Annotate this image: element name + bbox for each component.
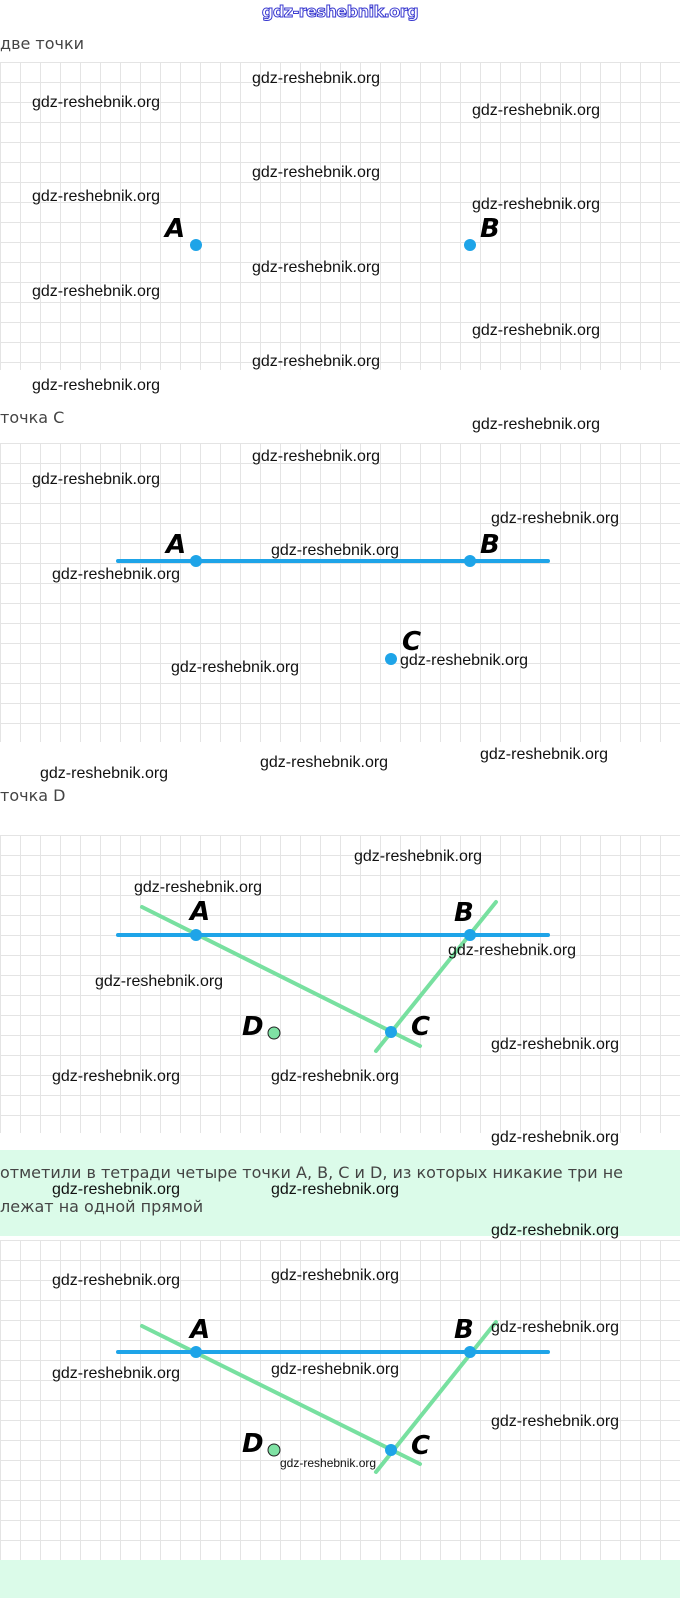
line-ac [140,1324,422,1466]
bottom-highlight [0,1560,680,1598]
task-box: отметили в тетради четыре точки A, B, C … [0,1150,680,1236]
watermark: gdz-reshebnik.org [252,259,381,276]
point-d [267,1026,281,1040]
caption-two-points: две точки [0,34,85,53]
watermark: gdz-reshebnik.org [52,1181,181,1198]
point-a [190,239,202,251]
line-bc [374,900,498,1053]
watermark: gdz-reshebnik.org [252,70,381,87]
line-ac [140,905,422,1048]
watermark: gdz-reshebnik.org [472,196,601,213]
watermark: gdz-reshebnik.org [480,746,609,763]
watermark: gdz-reshebnik.org [95,973,224,990]
watermark: gdz-reshebnik.org [134,879,263,896]
watermark: gdz-reshebnik.org [271,1267,400,1284]
watermark: gdz-reshebnik.org [252,353,381,370]
watermark: gdz-reshebnik.org [448,942,577,959]
label-a: A [188,1315,210,1345]
label-b: B [454,898,474,928]
label-a: A [164,530,186,560]
grid-figure-2: A B C [0,443,680,742]
watermark: gdz-reshebnik.org [32,283,161,300]
point-c [385,653,397,665]
watermark: gdz-reshebnik.org [271,1068,400,1085]
watermark: gdz-reshebnik.org [491,1319,620,1336]
watermark: gdz-reshebnik.org [491,1222,620,1239]
watermark: gdz-reshebnik.org [252,164,381,181]
label-a: A [188,897,210,927]
label-b: B [454,1315,474,1345]
watermark: gdz-reshebnik.org [32,94,161,111]
point-b [464,929,476,941]
watermark: gdz-reshebnik.org [491,1129,620,1146]
watermark: gdz-reshebnik.org [472,322,601,339]
watermark: gdz-reshebnik.org [52,566,181,583]
caption-point-c: точка C [0,408,65,427]
figure-3: A B C D [116,897,550,1053]
watermark: gdz-reshebnik.org [271,542,400,559]
watermark: gdz-reshebnik.org [40,765,169,782]
label-b: B [480,530,500,560]
point-a [190,929,202,941]
grid-figure-3: A B C D [0,835,680,1133]
point-a [190,1346,202,1358]
label-c: C [411,1431,430,1461]
watermark: gdz-reshebnik.org [491,1036,620,1053]
figure-1: A B [163,214,500,251]
watermark: gdz-reshebnik.org [52,1068,181,1085]
point-b [464,555,476,567]
watermark: gdz-reshebnik.org [52,1365,181,1382]
watermark: gdz-reshebnik.org [271,1181,400,1198]
label-b: B [480,214,500,244]
watermark: gdz-reshebnik.org [271,1361,400,1378]
watermark: gdz-reshebnik.org [491,1413,620,1430]
task-text: отметили в тетради четыре точки A, B, C … [0,1163,623,1216]
watermark: gdz-reshebnik.org [32,471,161,488]
watermark: gdz-reshebnik.org [32,188,161,205]
watermark: gdz-reshebnik.org [171,659,300,676]
label-d: D [242,1429,264,1459]
watermark: gdz-reshebnik.org [400,652,529,669]
grid-figure-4: A B C D [0,1240,680,1560]
watermark: gdz-reshebnik.org [252,448,381,465]
watermark: gdz-reshebnik.org [32,377,161,394]
figure-2: A B C [116,530,550,665]
watermark: gdz-reshebnik.org [52,1272,181,1289]
watermark: gdz-reshebnik.org [472,416,601,433]
point-b [464,1346,476,1358]
point-a [190,555,202,567]
label-a: A [163,214,185,244]
label-d: D [242,1012,264,1042]
watermark: gdz-reshebnik.org [260,754,389,771]
site-watermark-header[interactable]: gdz-reshebnik.org [261,2,419,22]
figure-4: A B C D [116,1315,550,1474]
watermark: gdz-reshebnik.org [354,848,483,865]
watermark: gdz-reshebnik.org [472,102,601,119]
label-c: C [402,627,421,657]
label-c: C [411,1012,430,1042]
grid-figure-1: A B [0,62,680,370]
point-c [385,1444,397,1456]
point-b [464,239,476,251]
point-d [267,1443,281,1457]
watermark: gdz-reshebnik.org [491,510,620,527]
caption-point-d: точка D [0,786,66,805]
watermark: gdz-reshebnik.org [280,1456,377,1470]
point-c [385,1026,397,1038]
